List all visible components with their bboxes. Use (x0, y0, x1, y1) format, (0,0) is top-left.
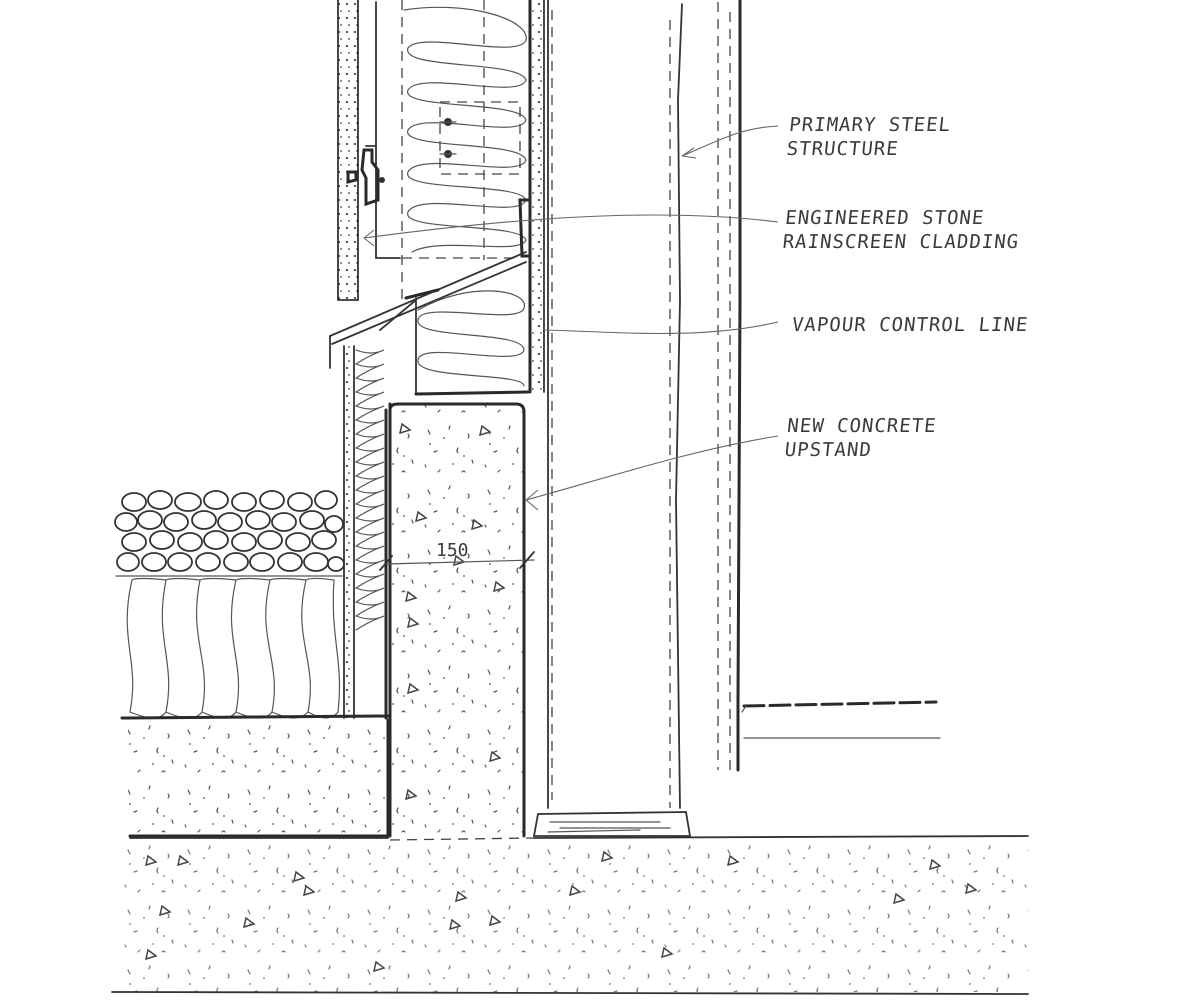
sloped-flashing (329, 251, 527, 369)
label-primary-steel-line1: Primary Steel (788, 114, 953, 136)
upstand-width-dimension (379, 551, 535, 571)
lower-wall-insulation (414, 290, 530, 396)
label-upstand-line2: Upstand (783, 439, 873, 461)
floor-edge (741, 700, 941, 739)
roof-insulation (126, 577, 341, 719)
label-cladding-line1: Engineered Stone (784, 207, 986, 229)
cladding-bracket (346, 145, 385, 207)
label-engineered-stone-cladding: Engineered Stone Rainscreen Cladding (781, 206, 1022, 254)
concrete-roof-slab (120, 714, 392, 838)
label-cladding-line2: Rainscreen Cladding (781, 231, 1021, 253)
timber-sole-plate (532, 811, 692, 837)
ground-concrete (111, 835, 1029, 995)
concrete-upstand (388, 402, 526, 838)
stone-cladding-panel (337, 0, 401, 301)
leader-lines (363, 125, 779, 511)
label-primary-steel-structure: Primary Steel Structure (785, 113, 953, 161)
vapour-control-layer (518, 0, 553, 800)
label-new-concrete-upstand: New Concrete Upstand (783, 414, 938, 462)
label-primary-steel-line2: Structure (785, 138, 900, 160)
dimension-upstand-width: 150 (436, 540, 469, 561)
gravel-ballast (114, 490, 345, 577)
label-vapour-control-line: Vapour control line (791, 313, 1030, 337)
label-vapour-line1: Vapour control line (790, 314, 1030, 336)
wall-insulation (401, 0, 527, 300)
primary-steel-column (547, 0, 742, 809)
label-upstand-line1: New Concrete (786, 415, 938, 437)
